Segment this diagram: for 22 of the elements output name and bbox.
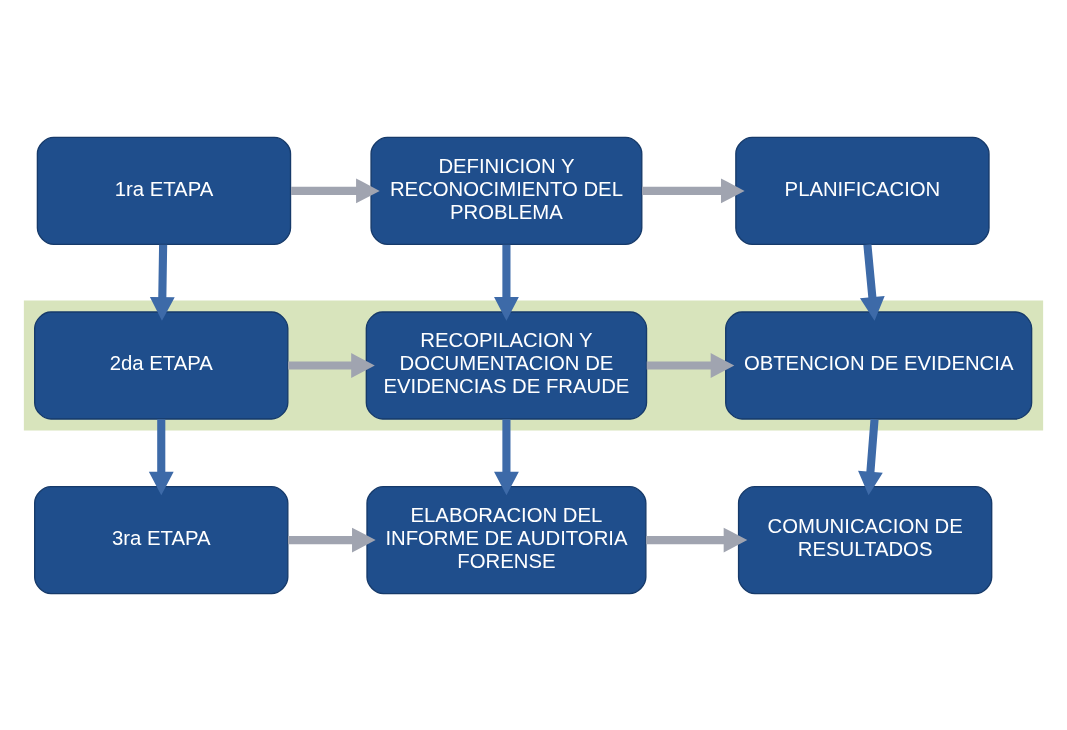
node-box: DEFINICION Y RECONOCIMIENTO DEL PROBLEMA (370, 136, 643, 245)
arrow (858, 418, 883, 495)
node-box: PLANIFICACION (735, 136, 990, 245)
arrow (288, 527, 376, 552)
node-box: COMUNICACION DE RESULTADOS (737, 485, 993, 594)
arrow (646, 352, 735, 378)
node-box: ELABORACION DEL INFORME DE AUDITORIA FORENSE (366, 485, 647, 594)
arrow (149, 244, 175, 321)
arrow (148, 418, 174, 495)
node-box: OBTENCION DE EVIDENCIA (725, 310, 1033, 420)
arrow (646, 527, 748, 552)
node-box: 3ra ETAPA (34, 485, 289, 594)
node-box: 1ra ETAPA (36, 136, 292, 245)
arrow (291, 178, 380, 203)
arrow (494, 244, 519, 321)
arrow (494, 418, 519, 495)
arrow (860, 243, 885, 321)
cluster (23, 300, 1044, 430)
node-box: RECOPILACION Y DOCUMENTACION DE EVIDENCIAS DE FRAUDE (365, 310, 648, 420)
arrow (288, 352, 375, 378)
arrow (642, 178, 745, 203)
node-box: 2da ETAPA (34, 310, 289, 420)
